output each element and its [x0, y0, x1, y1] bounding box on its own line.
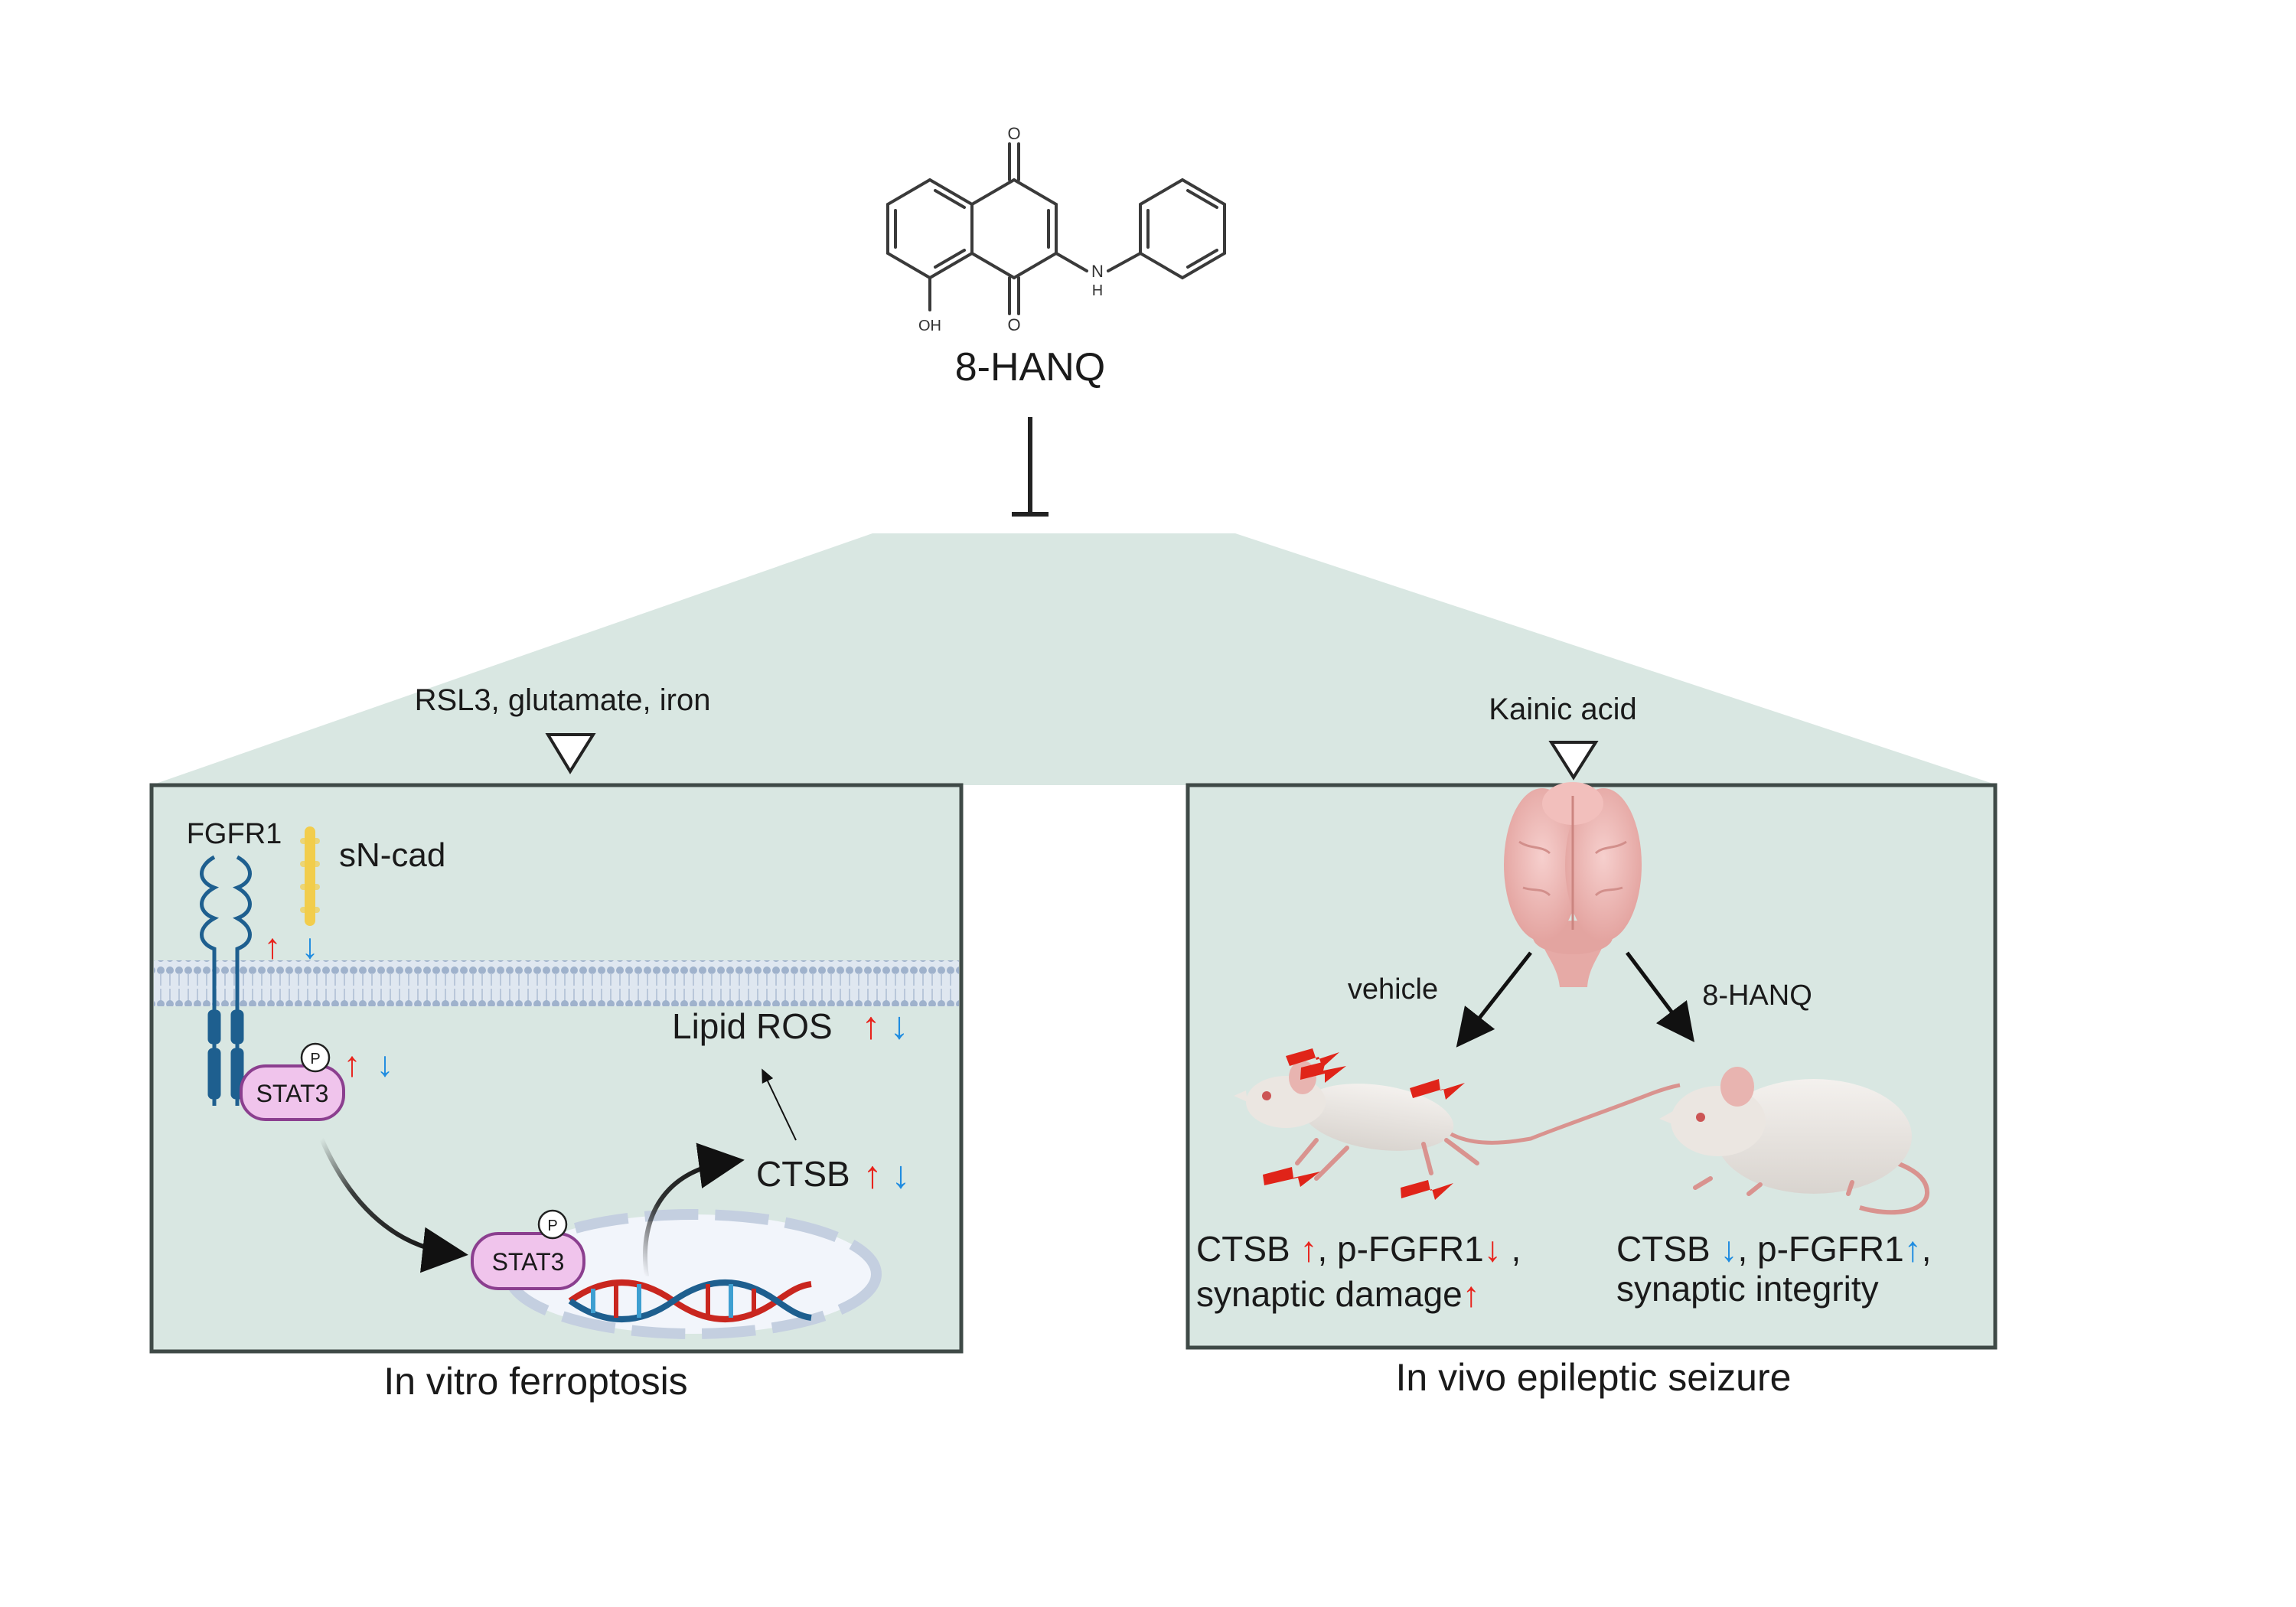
stat3-down-arrow: ↓ [377, 1044, 394, 1084]
vehicle-outcome-line2: synaptic damage↑ [1196, 1274, 1480, 1314]
left-stimulus-label: RSL3, glutamate, iron [415, 683, 711, 717]
stat3-label: STAT3 [256, 1080, 329, 1107]
stat3-translocation-arrow [319, 1137, 468, 1273]
ctsb-to-ros-arrow [762, 1068, 797, 1141]
vehicle-label: vehicle [1348, 973, 1438, 1006]
fgfr1-receptor [200, 855, 252, 1106]
right-stimulus-triangle [1548, 741, 1599, 781]
treatment-label: 8-HANQ [1702, 980, 1812, 1012]
sncad-fragment [300, 826, 320, 926]
atom-hydroxyl: OH [918, 318, 941, 334]
stat3-nuclear-label: STAT3 [492, 1248, 565, 1276]
inhibition-symbol [1012, 417, 1049, 517]
phospho-nuclear-badge [537, 1209, 568, 1240]
chemical-structure [886, 142, 1226, 315]
lipid-ros-up-arrow: ↑ [862, 1004, 881, 1047]
left-caption: In vitro ferroptosis [383, 1360, 687, 1403]
fgfr1-down-arrow: ↓ [302, 926, 319, 966]
cell-membrane [154, 960, 959, 1006]
vehicle-outcome-line1: CTSB ↑, p-FGFR1↓ , [1196, 1229, 1521, 1269]
atom-hydrogen: H [1092, 282, 1103, 299]
ctsb-label: CTSB [756, 1154, 850, 1194]
stat3-nuclear [471, 1232, 585, 1290]
right-stimulus-label: Kainic acid [1489, 693, 1636, 726]
left-stimulus-triangle [545, 733, 596, 774]
atom-oxygen-top: O [1007, 124, 1020, 143]
stat3-cytoplasmic [240, 1064, 345, 1121]
background-funnel [152, 533, 1998, 785]
atom-oxygen-bottom: O [1007, 315, 1020, 334]
vehicle-branch-arrow [1456, 951, 1532, 1048]
fgfr1-label: FGFR1 [187, 818, 282, 850]
seizure-bolt-icons [1263, 1048, 1465, 1200]
transcription-arrow [642, 1143, 745, 1277]
dna-helix [568, 1279, 812, 1322]
fgfr1-up-arrow: ↑ [264, 926, 282, 966]
phospho-label: P [310, 1051, 320, 1068]
stat3-up-arrow: ↑ [344, 1044, 361, 1084]
treatment-branch-arrow [1626, 951, 1695, 1042]
phospho-badge [300, 1042, 331, 1073]
lipid-ros-down-arrow: ↓ [890, 1004, 909, 1047]
ctsb-up-arrow: ↑ [863, 1153, 882, 1196]
treated-outcome-line2: synaptic integrity [1616, 1269, 1879, 1309]
compound-name: 8-HANQ [955, 345, 1105, 390]
treated-outcome-line1: CTSB ↓, p-FGFR1↑, [1616, 1229, 1932, 1269]
calm-mouse [1659, 1067, 1929, 1215]
lipid-ros-label: Lipid ROS [672, 1006, 833, 1046]
brain-illustration [1504, 782, 1642, 987]
right-caption: In vivo epileptic seizure [1396, 1356, 1792, 1399]
phospho-nuclear-label: P [547, 1217, 557, 1234]
sncad-label: sN-cad [339, 836, 445, 874]
atom-nitrogen: N [1091, 262, 1104, 281]
ctsb-down-arrow: ↓ [892, 1153, 911, 1196]
